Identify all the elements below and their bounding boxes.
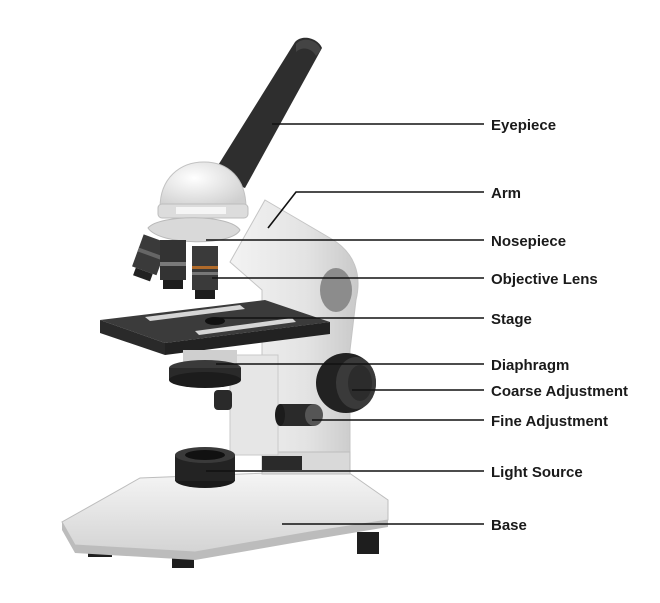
objective-lenses — [132, 234, 218, 299]
labels: Eyepiece Arm Nosepiece Objective Lens St… — [491, 117, 628, 534]
fine-adjustment-knob — [275, 404, 323, 426]
label-objective-lens: Objective Lens — [491, 271, 598, 288]
leader-lines — [206, 123, 484, 525]
label-nosepiece: Nosepiece — [491, 233, 566, 250]
leader-arm — [267, 191, 484, 229]
head — [157, 161, 249, 219]
stage — [100, 300, 330, 355]
eyepiece — [212, 37, 322, 188]
diaphragm — [169, 350, 241, 388]
coarse-adjustment-knob — [316, 353, 376, 413]
label-light-source: Light Source — [491, 464, 583, 481]
label-eyepiece: Eyepiece — [491, 117, 556, 134]
nosepiece — [147, 217, 241, 243]
light-source — [175, 447, 235, 488]
left-knob — [214, 390, 232, 410]
label-coarse-adjustment: Coarse Adjustment — [491, 383, 628, 400]
label-arm: Arm — [491, 185, 521, 202]
label-diaphragm: Diaphragm — [491, 357, 569, 374]
label-base: Base — [491, 517, 527, 534]
label-stage: Stage — [491, 311, 532, 328]
label-fine-adjustment: Fine Adjustment — [491, 413, 608, 430]
base — [61, 469, 389, 568]
